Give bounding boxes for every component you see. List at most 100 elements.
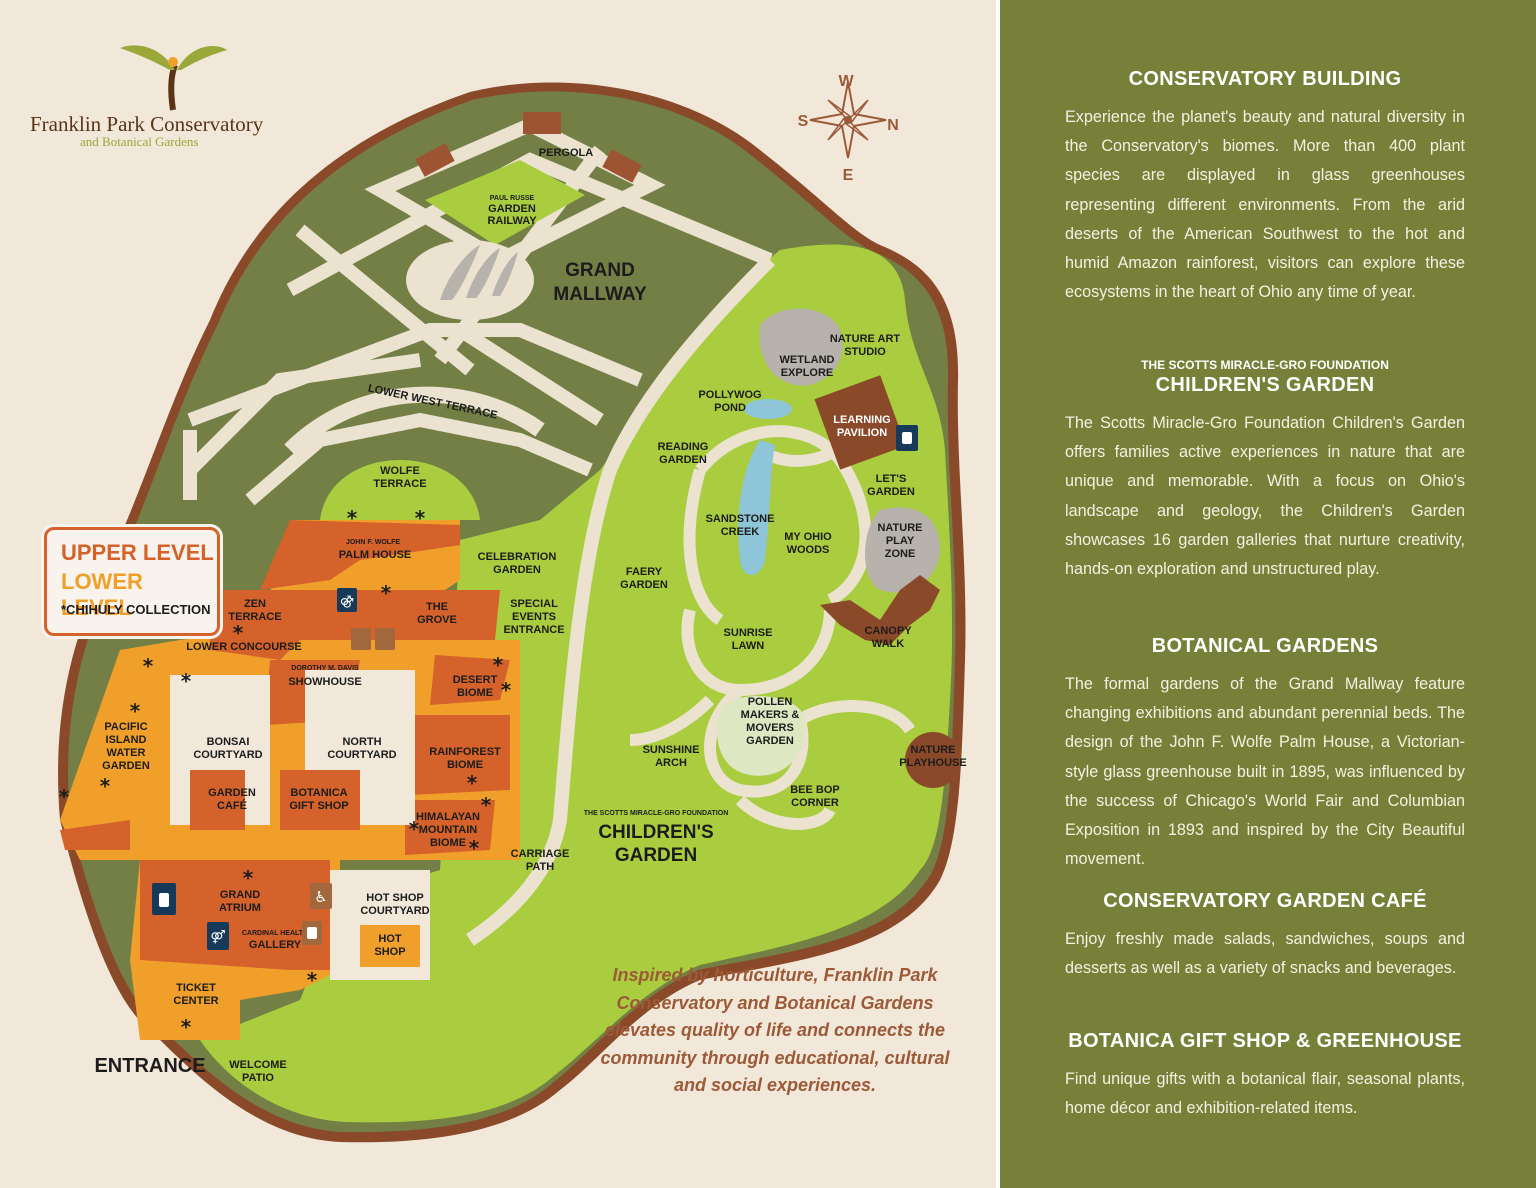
svg-text:*: * [481, 793, 492, 817]
label-ticket-2: CENTER [173, 995, 218, 1007]
label-special-1: SPECIAL [510, 598, 558, 610]
garden-cafe-block [190, 770, 245, 830]
label-childrens-2: GARDEN [615, 845, 697, 866]
label-welcome-2: PATIO [242, 1072, 274, 1084]
mission-statement: Inspired by horticulture, Franklin Park … [600, 965, 950, 1095]
svg-text:*: * [181, 669, 192, 693]
svg-text:*: * [409, 817, 420, 841]
label-sunrise-2: LAWN [732, 640, 764, 652]
section-title: BOTANICAL GARDENS [1151, 635, 1379, 657]
label-gallery-pre: CARDINAL HEALTH [242, 930, 308, 937]
section-gift-shop: BOTANICA GIFT SHOP & GREENHOUSE Find uni… [1065, 1030, 1465, 1123]
label-beebop-1: BEE BOP [790, 784, 840, 796]
sandstone-creek [738, 440, 775, 575]
label-grove-1: THE [426, 601, 448, 613]
lower-west-terrace [284, 386, 545, 456]
mallway-circle [406, 240, 534, 320]
svg-text:*: * [415, 506, 426, 530]
svg-text:*: * [59, 785, 70, 809]
compass-w: W [838, 73, 854, 90]
label-botanica-2: GIFT SHOP [289, 800, 348, 812]
restroom-icon [896, 425, 918, 451]
label-rainforest-1: RAINFOREST [429, 746, 501, 758]
label-pollywog-1: POLLYWOG [698, 389, 761, 401]
label-wetland-2: EXPLORE [781, 367, 834, 379]
park-map: W E S N PERGOLA PAUL RUSSE GARDEN RAILWA… [58, 73, 967, 1143]
label-special-2: EVENTS [512, 611, 556, 623]
hot-shop-block [360, 925, 420, 967]
label-reading-1: READING [658, 441, 709, 453]
label-nature-art-2: STUDIO [844, 346, 886, 358]
label-pacific-4: GARDEN [102, 760, 150, 772]
sculpture-icon [440, 245, 518, 300]
legend-chihuly: *CHIHULY COLLECTION [61, 602, 211, 617]
label-railway-2: RAILWAY [487, 215, 537, 227]
label-north-2: COURTYARD [327, 749, 396, 761]
label-playhouse-1: NATURE [910, 744, 955, 756]
map-panel: W E S N PERGOLA PAUL RUSSE GARDEN RAILWA… [30, 45, 967, 1143]
canopy-walk-structure [820, 575, 940, 645]
panel-divider [996, 0, 1000, 1188]
label-celebration-1: CELEBRATION [478, 551, 557, 563]
label-sunrise-1: SUNRISE [724, 627, 773, 639]
compass-e: E [843, 167, 854, 184]
svg-text:*: * [493, 653, 504, 677]
label-bonsai-2: COURTYARD [193, 749, 262, 761]
label-bonsai-1: BONSAI [207, 736, 250, 748]
label-showhouse: SHOWHOUSE [288, 676, 361, 688]
wetland-explore [759, 308, 843, 386]
label-north-1: NORTH [342, 736, 381, 748]
section-body: The Scotts Miracle-Gro Foundation Childr… [1065, 414, 1465, 579]
label-sunshine-1: SUNSHINE [643, 744, 700, 756]
label-lower-concourse: LOWER CONCOURSE [186, 641, 302, 653]
legend-lower-level: LOWER LEVEL [61, 569, 143, 620]
section-body: Enjoy freshly made salads, sandwiches, s… [1065, 930, 1465, 978]
nature-play-zone [865, 507, 940, 593]
label-pergola: PERGOLA [539, 147, 593, 159]
label-canopy-2: WALK [872, 638, 904, 650]
label-atrium-1: GRAND [220, 889, 260, 901]
label-play-2: PLAY [886, 535, 915, 547]
label-lets-1: LET'S [876, 473, 907, 485]
section-body: Experience the planet's beauty and natur… [1065, 108, 1465, 302]
compass-s: S [798, 113, 809, 130]
label-entrance: ENTRANCE [94, 1055, 205, 1077]
label-mallway: MALLWAY [553, 284, 647, 305]
label-canopy-1: CANOPY [864, 625, 912, 637]
label-playhouse-2: PLAYHOUSE [899, 757, 966, 769]
pollen-garden [717, 696, 806, 776]
section-body: The formal gardens of the Grand Mallway … [1065, 675, 1465, 869]
svg-text:*: * [233, 621, 244, 645]
label-gallery: GALLERY [249, 939, 302, 951]
svg-text:⚣: ⚣ [340, 594, 354, 609]
nature-playhouse [905, 732, 961, 788]
label-hotshop-1: HOT [378, 933, 402, 945]
label-ticket-1: TICKET [176, 982, 216, 994]
svg-text:⚤: ⚤ [210, 930, 225, 945]
label-carriage-2: PATH [526, 861, 554, 873]
label-learning-1: LEARNING [833, 414, 890, 426]
svg-text:*: * [243, 866, 254, 890]
svg-text:*: * [143, 654, 154, 678]
label-ohio-2: WOODS [787, 544, 830, 556]
learning-pavilion [814, 375, 906, 470]
logo-name: Franklin Park Conservatory [30, 112, 264, 136]
svg-text:*: * [467, 771, 478, 795]
section-title: CONSERVATORY GARDEN CAFÉ [1103, 890, 1427, 912]
compass-n: N [887, 117, 899, 134]
label-showhouse-pre: DOROTHY M. DAVIS [291, 665, 359, 672]
label-faery-1: FAERY [626, 566, 663, 578]
label-palm-house: PALM HOUSE [339, 549, 412, 561]
family-care-icon [375, 628, 395, 650]
label-beebop-2: CORNER [791, 797, 839, 809]
section-body: Find unique gifts with a botanical flair… [1065, 1070, 1465, 1118]
label-reading-2: GARDEN [659, 454, 707, 466]
label-pacific-1: PACIFIC [104, 721, 147, 733]
label-play-3: ZONE [885, 548, 916, 560]
label-wetland-1: WETLAND [780, 354, 835, 366]
label-hotshop-court-2: COURTYARD [360, 905, 429, 917]
restroom-icon [152, 883, 176, 915]
restroom-icon: ⚤ [207, 922, 229, 950]
svg-text:*: * [100, 774, 111, 798]
label-himalayan-2: MOUNTAIN [419, 824, 478, 836]
